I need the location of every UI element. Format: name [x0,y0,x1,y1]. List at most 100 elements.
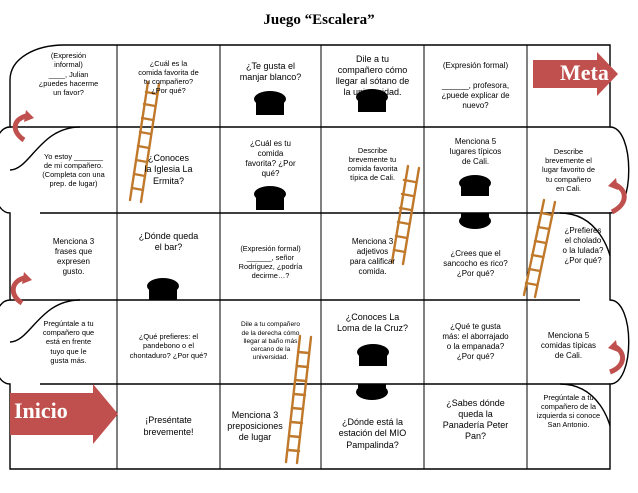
cell-line: chontaduro? ¿Por qué? [129,350,208,360]
cell-line: cercano de la [250,346,291,354]
cell-line: San Antonio. [547,420,590,430]
cell-line: qué? [261,169,280,178]
cell-line: Pregúntale a tu [543,392,594,402]
ladders [128,80,557,465]
cell-line: tuyo que le [50,346,87,356]
cell-line: manjar blanco? [239,72,302,82]
cell-line: Describe [553,146,584,156]
cell-line: de lugar [238,432,272,443]
cell-line: comida [257,149,284,158]
cell-line: compañero de la [540,401,597,411]
cell-line: favorita? ¿Por [245,159,296,168]
cell-r1c5: (Expresión formal) ______, profesora,¿pu… [424,47,527,125]
cell-line: ¿Crees que el [450,249,501,258]
cell-text: Yo estoy _______de mi compañero.(Complet… [42,152,104,189]
cell-line: tu compañero? [143,77,194,86]
turn-arrow-heads [22,110,618,352]
cell-line: brevemente! [143,426,194,437]
cell-line: o la empanada? [446,342,505,351]
cell-line: ¿Conoces [147,153,189,164]
cell-line: frases que [54,246,93,256]
cell-line [441,71,509,81]
cell-line: compañero cómo [337,64,408,75]
cell-line: expresen [57,256,90,266]
cell-line: comida favorita de [138,67,199,77]
cell-line: de mi compañero. [43,160,104,170]
row-separators [10,126,610,385]
cell-line: Ermita? [152,175,184,186]
cell-line: está en frente [45,337,92,347]
finish-arrow [533,52,618,96]
cell-line: pandebono o el [143,341,194,351]
column-separators [116,45,528,469]
cell-line: la Iglesia La [144,164,193,175]
cell-line: (Completa con una [42,170,105,179]
cell-line: ____, Julian [48,69,89,79]
cell-line: ¿Cuál es tu [250,139,291,148]
cell-line: ¿puede explicar de [441,91,510,100]
cell-r2c1: Yo estoy _______de mi compañero.(Complet… [30,129,117,211]
cell-line: de la derecha cómo [241,329,300,337]
cell-line: compañero que [42,328,95,338]
cell-line: ¿Prefieres [564,226,602,235]
cell-line: Menciona 3 [52,236,95,246]
cell-line: ¿puedes hacerme [38,78,99,88]
cell-line: ¿Cuál es la [149,58,188,68]
cell-line: Dile a tu [355,53,390,64]
cell-line: preposiciones [227,420,283,431]
start-arrow [10,384,118,444]
cell-line: brevemente el [545,156,592,166]
cell-line: Panadería Peter [442,420,509,430]
cell-line: ¿Sabes dónde [446,397,505,408]
cell-line: Menciona 5 [547,331,590,340]
cell-line: (Expresión formal) [442,61,509,70]
cell-line: Yo estoy _______ [44,151,103,161]
turn-curves [9,126,611,427]
cell-line: un favor? [53,88,84,97]
cell-line: la universidad. [343,87,402,98]
cell-line: Menciona 3 [351,236,394,246]
ladder-4 [284,334,313,465]
cell-text: (Expresión formal) ______, profesora,¿pu… [441,61,509,111]
ladder-3 [522,198,557,299]
cell-line: ¿Por qué? [456,352,495,361]
cell-line: ¡Preséntate [145,415,192,426]
cell-line: queda la [458,408,493,419]
cell-line: ¿Qué te gusta [450,322,501,331]
cell-line: izquierda si conoce [536,411,601,420]
cell-line: más: el aborrajado [442,332,509,341]
cell-line: prep. de lugar) [49,179,98,189]
cell-line: Menciona 3 [231,409,279,420]
cell-line: el cholado [564,236,602,245]
